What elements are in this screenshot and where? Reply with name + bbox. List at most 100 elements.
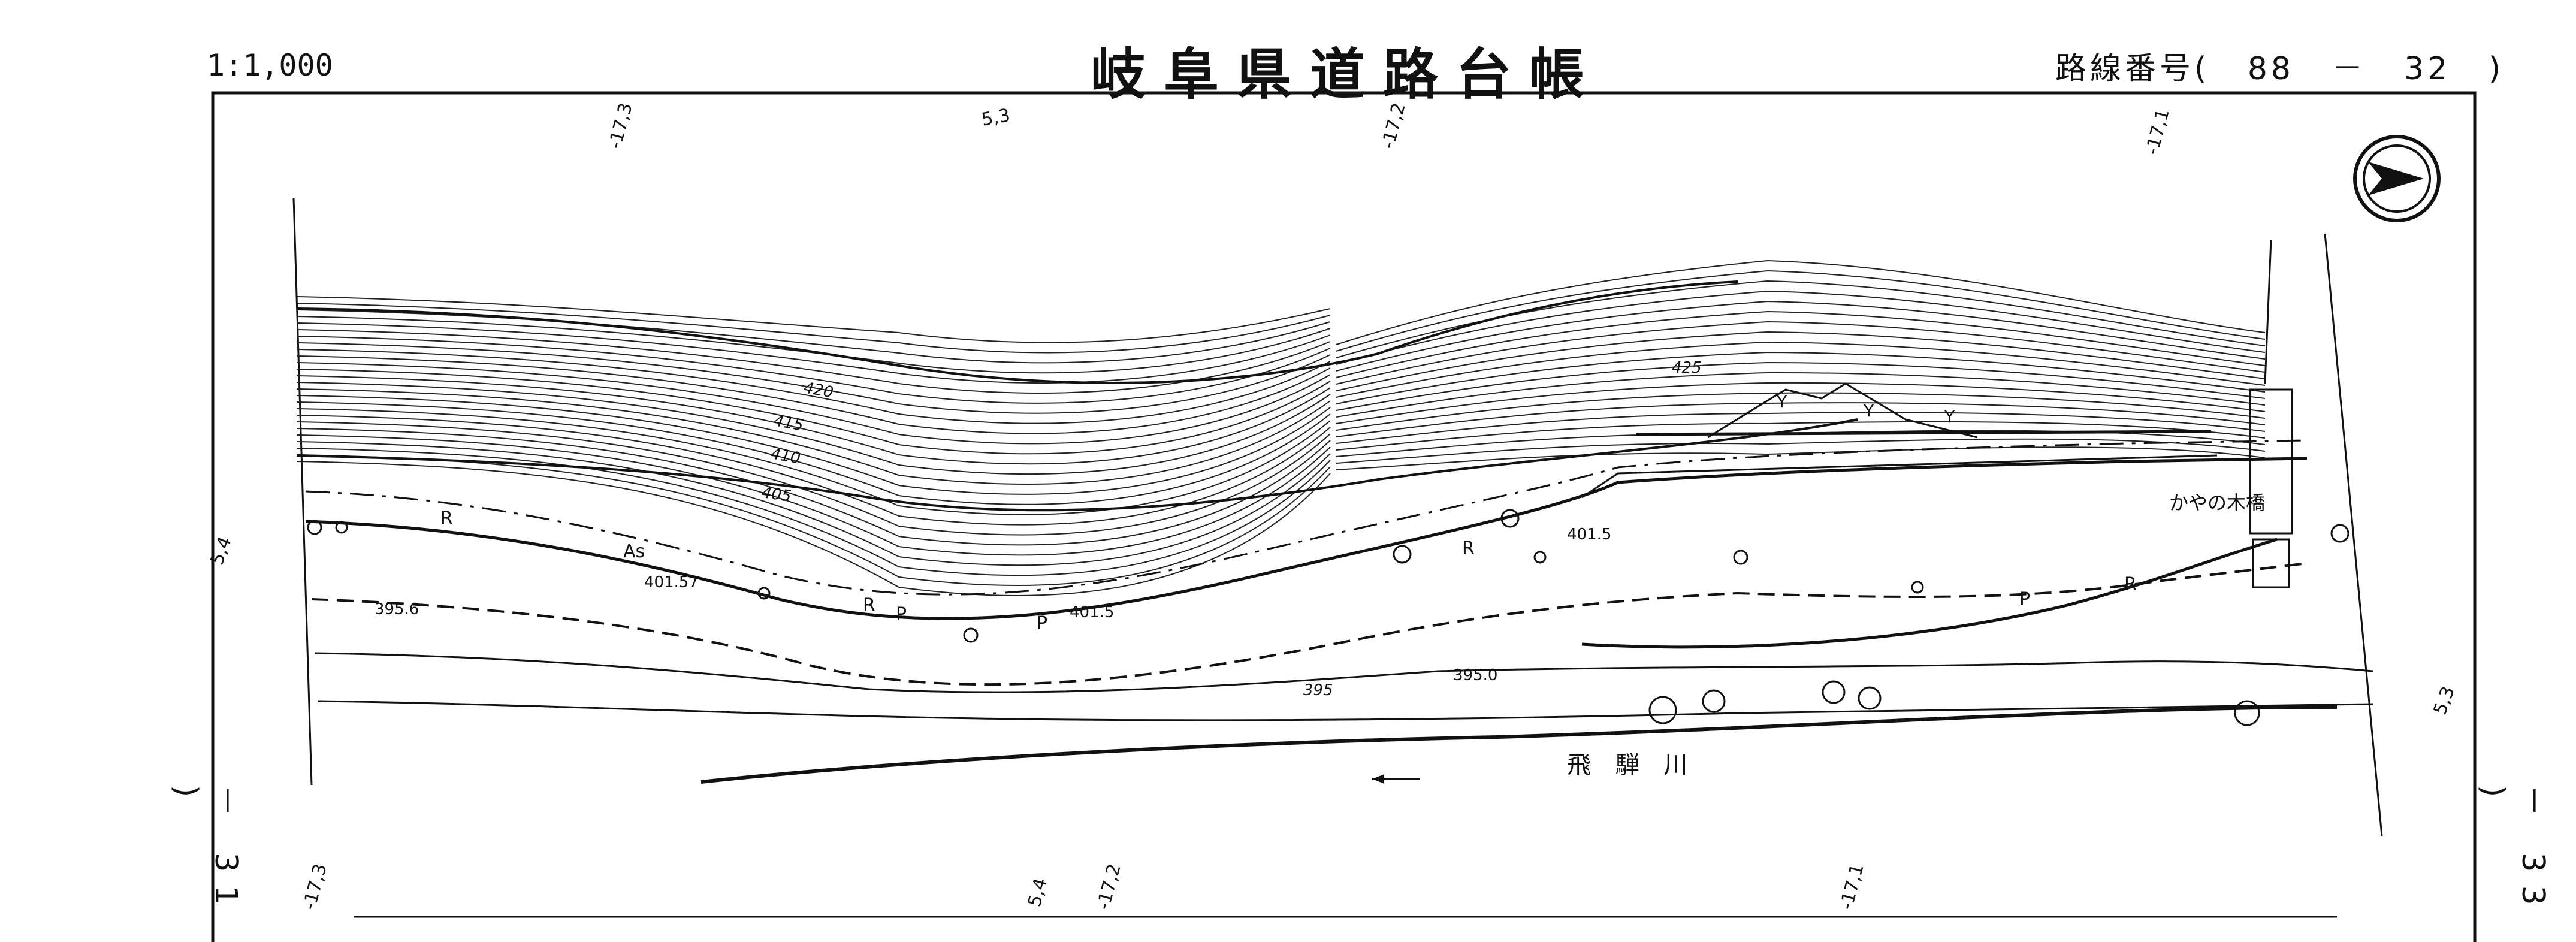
contour-line bbox=[296, 388, 1331, 485]
utility-pole-icon bbox=[335, 521, 348, 534]
contour-line bbox=[296, 415, 1331, 526]
contour-line bbox=[1336, 331, 2266, 391]
utility-pole-icon bbox=[1533, 551, 1547, 564]
contour-line bbox=[296, 454, 1331, 587]
utility-pole-icon bbox=[1911, 581, 1924, 594]
hydrant-icon bbox=[2330, 524, 2349, 543]
contour-line bbox=[296, 349, 1331, 424]
elevation-label: 395.0 bbox=[1453, 666, 1497, 684]
river-bank-mid bbox=[317, 700, 2373, 721]
grid-label-top: -17,1 bbox=[2142, 107, 2174, 157]
field-code: Y bbox=[1863, 401, 1874, 421]
contour-label: 420 bbox=[802, 379, 835, 401]
contour-line bbox=[1336, 280, 2266, 358]
contour-line bbox=[296, 428, 1331, 546]
index-contours bbox=[296, 280, 1858, 512]
contour-line bbox=[1336, 372, 2266, 418]
road-code: As bbox=[623, 541, 645, 562]
bridge-abutment-upper bbox=[2249, 388, 2293, 535]
river-bank-lower bbox=[700, 705, 2338, 784]
contour-line bbox=[296, 336, 1331, 404]
field-code-labels: Y Y Y bbox=[1776, 392, 1955, 427]
contour-line bbox=[296, 369, 1331, 455]
contour-lines bbox=[296, 259, 2266, 596]
grid-label-bottom: -17,3 bbox=[299, 862, 331, 912]
field-code: Y bbox=[1944, 407, 1955, 427]
river bbox=[314, 652, 2373, 784]
grid-label-top: -17,3 bbox=[605, 101, 637, 151]
manhole-icon bbox=[307, 520, 322, 535]
contour-line bbox=[1336, 270, 2266, 352]
contour-line bbox=[296, 316, 1331, 374]
contour-line bbox=[296, 408, 1331, 515]
contour-line bbox=[296, 355, 1331, 434]
elevation-labels: 401.57 395.6 401.5 401.5 395.0 bbox=[375, 526, 1611, 684]
grid-labels: -17,3 5,3 -17,2 -17,1 -17,3 5,4 -17,2 -1… bbox=[207, 101, 2459, 912]
road-centerline bbox=[305, 439, 2308, 596]
contour-line bbox=[1336, 300, 2266, 372]
road-edge-upper bbox=[305, 457, 2308, 620]
manhole-icon bbox=[963, 627, 979, 643]
page-title: 岐阜県道路台帳 bbox=[1091, 42, 1603, 107]
contour-line bbox=[296, 382, 1331, 475]
road-code: P bbox=[896, 604, 907, 625]
contour-line bbox=[1336, 361, 2266, 411]
road-code-labels: As R R R R P P P bbox=[440, 508, 2137, 634]
grid-label-left: 5,4 bbox=[207, 534, 236, 568]
elevation-label: 401.57 bbox=[644, 573, 699, 591]
north-arrow-icon bbox=[2353, 135, 2441, 222]
sheet-edge-left bbox=[292, 197, 313, 786]
route-prefix: 路線番号( bbox=[2055, 51, 2210, 87]
route-sheet-value: 32 bbox=[2404, 51, 2451, 87]
ridge-line bbox=[2264, 239, 2272, 384]
road bbox=[305, 439, 2308, 686]
grid-label-top: 5,3 bbox=[980, 105, 1011, 131]
bridge-approach bbox=[1581, 454, 2218, 499]
contour-line bbox=[296, 421, 1331, 536]
contour-line bbox=[1336, 321, 2266, 385]
contour-line bbox=[1336, 382, 2266, 424]
contour-line bbox=[296, 448, 1331, 576]
contour-line bbox=[1336, 438, 2266, 464]
contour-line bbox=[1336, 259, 2266, 345]
grid-label-top: -17,2 bbox=[1378, 101, 1410, 151]
contour-line bbox=[296, 296, 1331, 343]
road-code: R bbox=[1462, 538, 1475, 559]
contour-line bbox=[296, 461, 1331, 596]
contour-labels: 420 415 410 405 425 395 bbox=[760, 359, 1702, 699]
contour-line bbox=[296, 303, 1331, 354]
map-frame bbox=[211, 91, 2477, 942]
elevation-label: 395.6 bbox=[375, 600, 419, 618]
contour-line bbox=[296, 401, 1331, 505]
grid-label-bottom: -17,2 bbox=[1093, 862, 1125, 912]
road-code: P bbox=[1037, 613, 1047, 634]
boulders bbox=[1648, 680, 2260, 726]
road-edge-lower bbox=[311, 562, 2308, 686]
contour-line bbox=[1336, 446, 2266, 470]
contour-line bbox=[1336, 412, 2266, 444]
contour-label: 395 bbox=[1303, 681, 1333, 699]
contour-line bbox=[296, 395, 1331, 495]
elevation-label: 401.5 bbox=[1070, 603, 1114, 621]
grid-label-bottom: 5,4 bbox=[1024, 876, 1052, 909]
river-bank-upper bbox=[314, 652, 2373, 693]
contour-line bbox=[296, 362, 1331, 445]
route-number: 路線番号( 88 － 32 ) bbox=[2055, 43, 2504, 88]
contour-line bbox=[296, 434, 1331, 556]
sheet-edge-right bbox=[2324, 233, 2383, 837]
contour-line bbox=[1336, 351, 2266, 404]
river-name: 飛 騨 川 bbox=[1567, 751, 1696, 779]
route-number-value: 88 bbox=[2247, 51, 2294, 87]
field-outline bbox=[1707, 382, 1978, 439]
contour-line bbox=[1336, 402, 2266, 437]
point-symbols bbox=[307, 509, 2349, 643]
contour-line bbox=[296, 375, 1331, 465]
contour-line bbox=[296, 441, 1331, 566]
elevation-label: 401.5 bbox=[1567, 526, 1611, 544]
road-code: R bbox=[2124, 574, 2137, 595]
contour-line bbox=[1336, 290, 2266, 365]
contour-label: 405 bbox=[760, 484, 792, 506]
map-scale: 1:1,000 bbox=[207, 48, 333, 83]
contour-line bbox=[296, 342, 1331, 414]
